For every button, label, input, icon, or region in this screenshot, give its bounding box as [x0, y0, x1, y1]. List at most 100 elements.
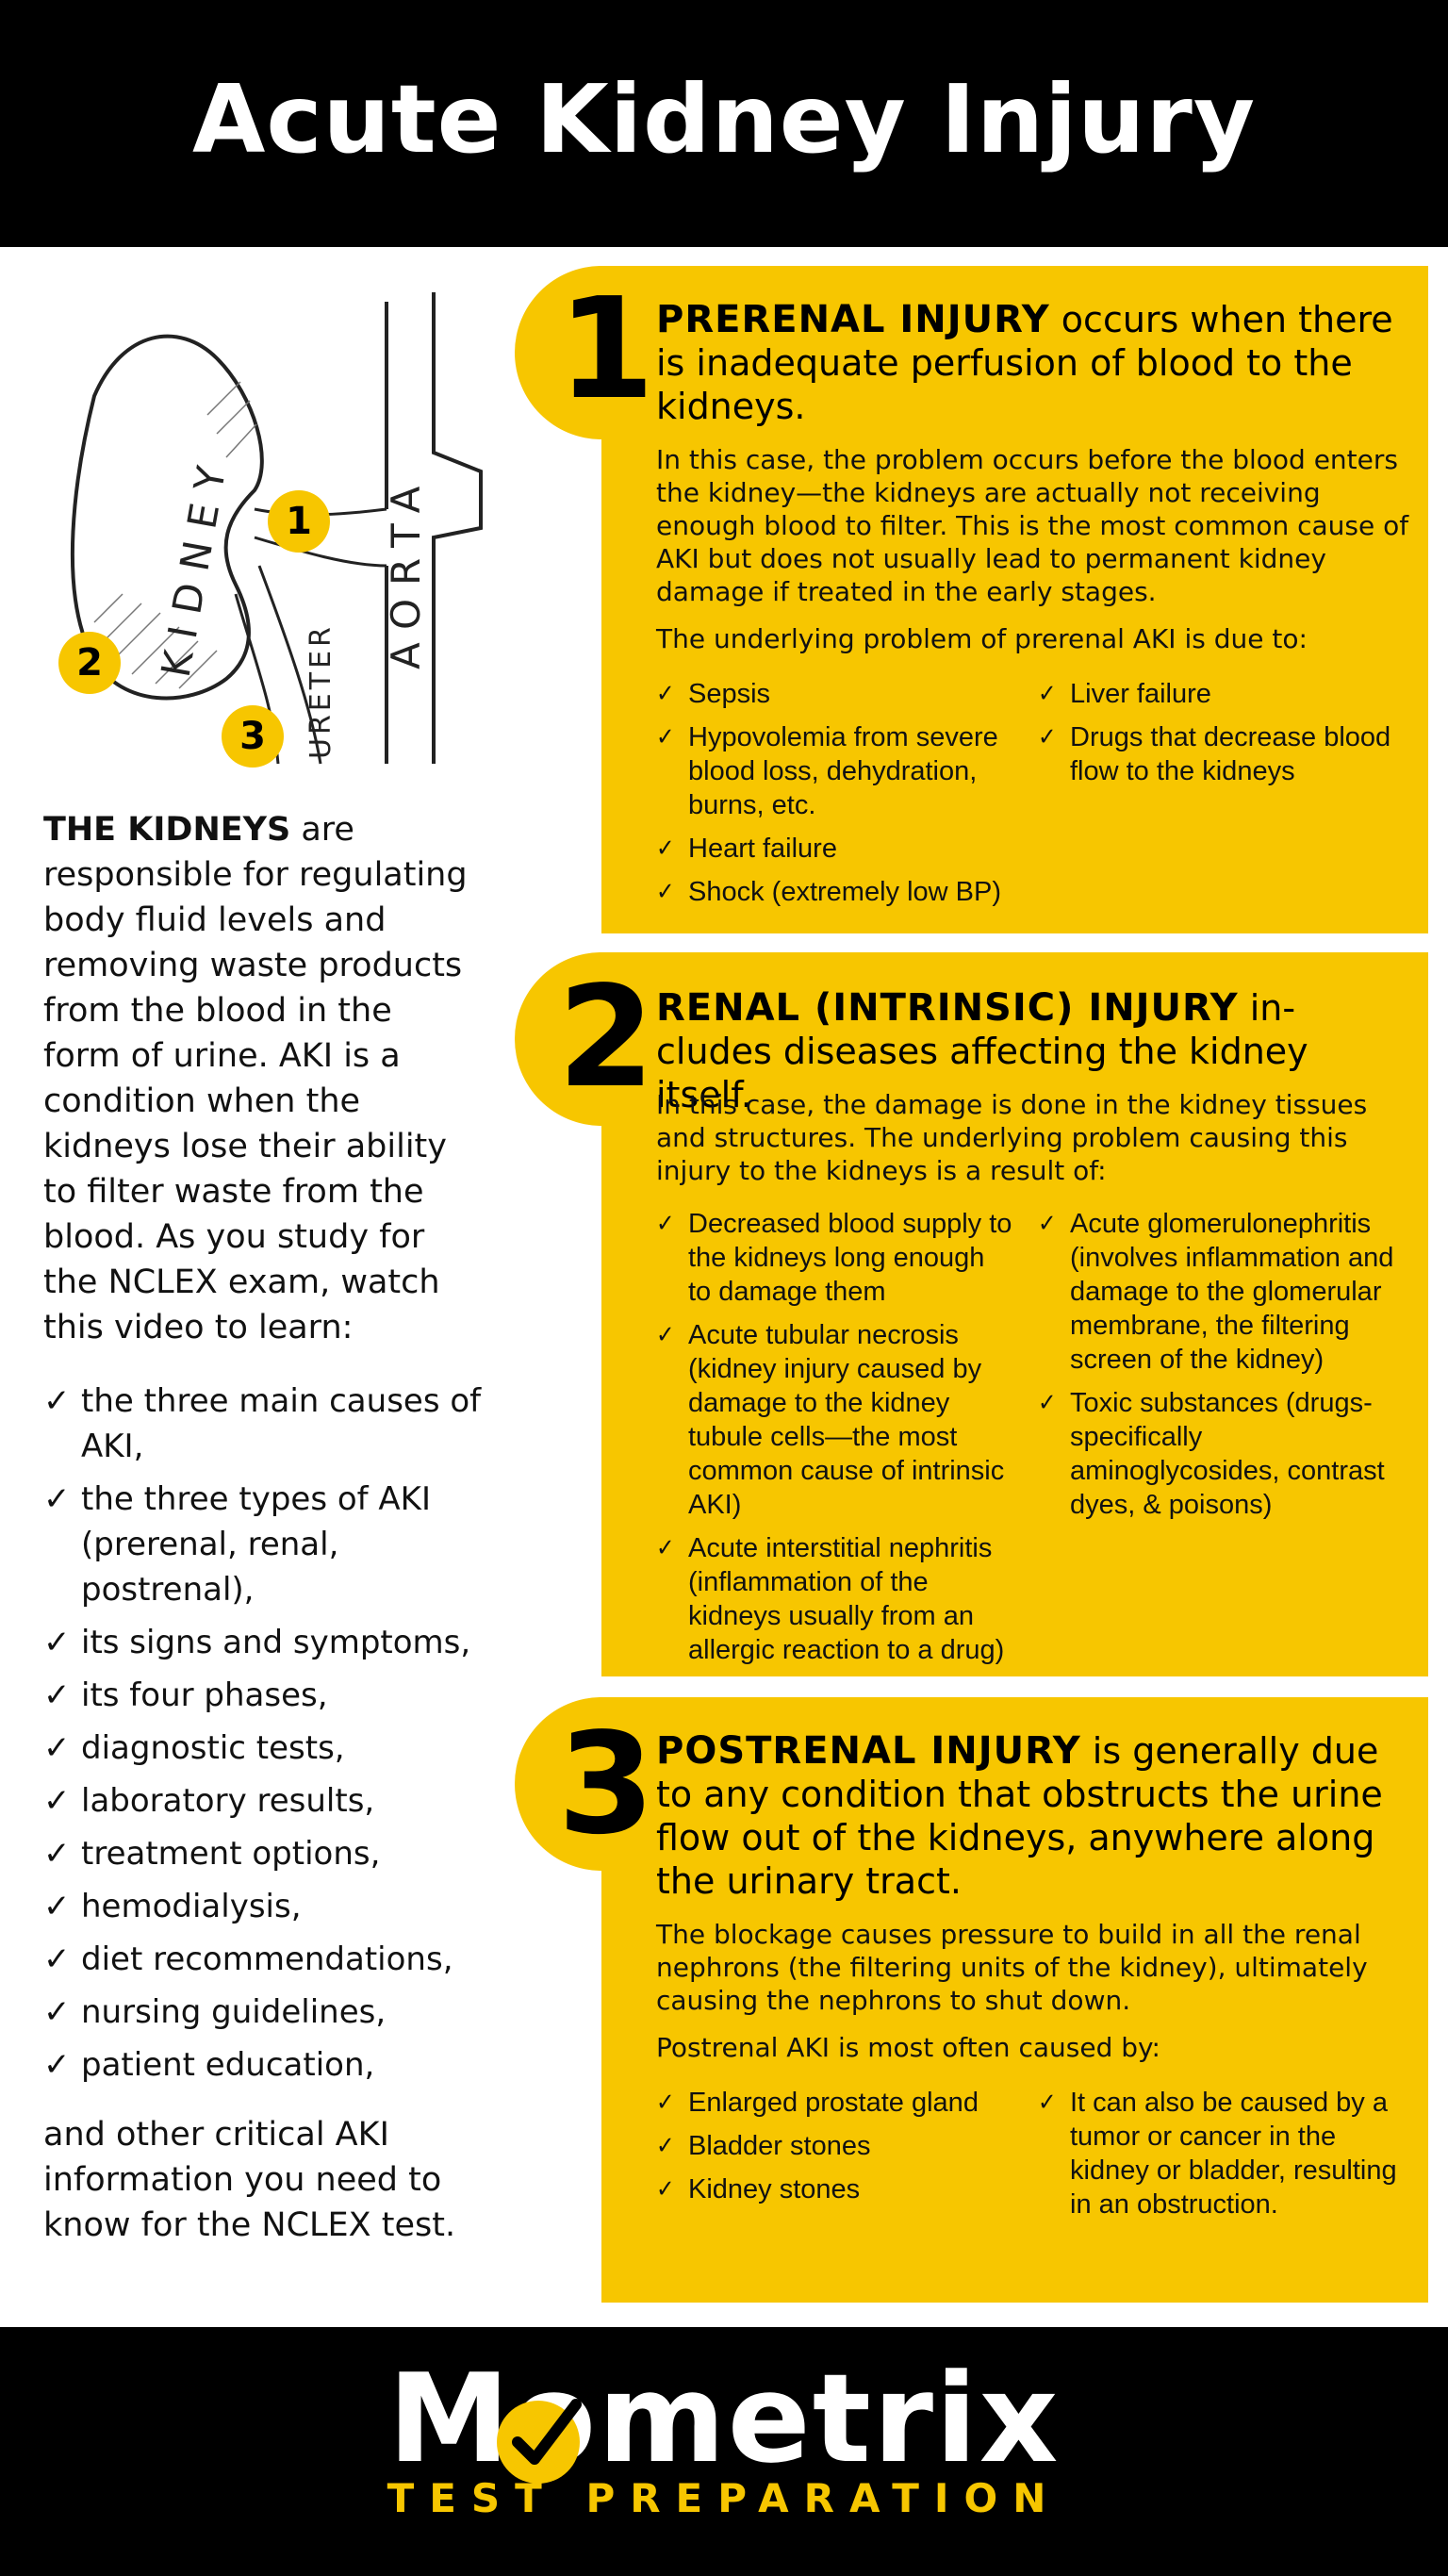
check-icon: ✓ [656, 680, 675, 708]
check-icon: ✓ [43, 1888, 71, 1925]
page-title: Acute Kidney Injury [191, 64, 1257, 174]
check-icon: ✓ [43, 1480, 71, 1518]
intro-bold: THE KIDNEYS [43, 811, 291, 849]
cause-item-text: Acute tubular necrosis (kidney injury ca… [688, 1320, 1005, 1520]
panel-body: In this case, the problem occurs before … [656, 444, 1409, 607]
cause-item-text: Shock (extremely low BP) [688, 877, 1001, 907]
panel-title-bold: PRERENAL INJURY [656, 298, 1050, 341]
cause-item: ✓ Decreased blood supply to the kidneys l… [656, 1207, 1014, 1309]
kidney-label: KIDNEY [153, 450, 238, 681]
panel-title-rest: in-cludes diseases affecting the kidney … [656, 987, 1308, 1115]
check-icon: ✓ [1038, 2089, 1057, 2117]
aorta-label: AORTA [383, 473, 429, 669]
cause-item: ✓Hypovolemia from severe blood loss, deh… [656, 720, 1014, 822]
check-icon: ✓ [656, 1321, 675, 1349]
check-icon: ✓ [656, 834, 675, 863]
left-column: ✓Enlarged prostate gland✓Bladder stones✓… [656, 2086, 1014, 2216]
learn-item-text: nursing guidelines, [81, 1993, 387, 2031]
learn-item-text: hemodialysis, [81, 1888, 302, 1925]
learn-item-text: the three types of AKI (prerenal, renal,… [81, 1480, 431, 1609]
badge-2: 2 [58, 632, 121, 694]
check-icon: ✓ [43, 1624, 71, 1661]
learn-item: ✓ diagnostic tests, [43, 1726, 496, 1771]
brand-logo[interactable]: Mometrix [387, 2347, 1061, 2490]
cause-item-text: Enlarged prostate gland [688, 2088, 979, 2118]
learn-item-text: diagnostic tests, [81, 1729, 345, 1767]
footer-banner [0, 2327, 1448, 2576]
ureter-label: URETER [304, 623, 337, 759]
learn-item-text: the three main causes of AKI, [81, 1382, 482, 1465]
learn-item-text: treatment options, [81, 1835, 381, 1873]
panel-prerenal: 1 PRERENAL INJURY occurs when there is i… [515, 266, 1428, 933]
cause-item: ✓ It can also be caused by a tumor or can… [1038, 2086, 1410, 2221]
cause-item: ✓Liver failure [1038, 677, 1410, 711]
check-icon: ✓ [656, 1210, 675, 1238]
check-icon: ✓ [43, 1993, 71, 2031]
intro-paragraph: THE KIDNEYS are responsible for regulati… [43, 807, 477, 1350]
badge-3: 3 [222, 705, 284, 768]
cause-item-text: Heart failure [688, 834, 837, 864]
cause-item-text: Drugs that decrease blood flow to the ki… [1070, 722, 1391, 786]
number-circle [515, 1697, 688, 1871]
left-column: ✓ Decreased blood supply to the kidneys l… [656, 1207, 1014, 1676]
learn-item: ✓its four phases, [43, 1673, 496, 1718]
learn-item-text: laboratory results, [81, 1782, 375, 1820]
check-icon: ✓ [656, 1534, 675, 1562]
learn-list: ✓ the three main causes of AKI, ✓ the three… [43, 1379, 496, 2095]
cause-item-text: Decreased blood supply to the kidneys lo… [688, 1209, 1012, 1307]
cause-item: ✓Kidney stones [656, 2172, 1014, 2206]
panel-title: PRERENAL INJURY occurs when there is ina… [656, 298, 1401, 428]
check-icon: ✓ [1038, 1210, 1057, 1238]
checkmark-logo-icon [497, 2399, 582, 2484]
cause-item: ✓ Acute interstitial nephritis (inflammat… [656, 1531, 1014, 1667]
cause-item-text: It can also be caused by a tumor or canc… [1070, 2088, 1397, 2220]
learn-item: ✓ the three types of AKI (prerenal, renal… [43, 1477, 496, 1612]
panel-body: In this case, the damage is done in the … [656, 1089, 1368, 1186]
cause-item-text: Acute glomerulonephritis (involves infla… [1070, 1209, 1394, 1375]
panel-title-bold: RENAL (INTRINSIC) INJURY [656, 986, 1239, 1030]
panel-columns: ✓ Decreased blood supply to the kidneys l… [656, 1207, 1410, 1665]
aorta-outline [385, 292, 483, 764]
intro-text: are responsible for regulating body flui… [43, 811, 468, 1346]
number-circle [515, 266, 688, 439]
cause-item-text: Hypovolemia from severe blood loss, dehy… [688, 722, 998, 820]
check-icon: ✓ [656, 2089, 675, 2117]
check-icon: ✓ [43, 1382, 71, 1420]
check-icon: ✓ [1038, 680, 1057, 708]
learn-item: ✓treatment options, [43, 1831, 496, 1876]
panel-lead: The underlying problem of prerenal AKI i… [656, 623, 1308, 654]
right-column: ✓Liver failure✓Drugs that decrease blood… [1038, 677, 1410, 798]
learn-item: ✓ nursing guidelines, [43, 1990, 496, 2035]
cause-item: ✓ Sepsis [656, 677, 1014, 711]
check-icon: ✓ [1038, 723, 1057, 751]
learn-item-text: its signs and symptoms, [81, 1624, 471, 1661]
cause-item: ✓ Acute tubular necrosis (kidney injury c… [656, 1318, 1014, 1522]
check-icon: ✓ [43, 1782, 71, 1820]
panel-title: POSTRENAL INJURY is generally due to any… [656, 1729, 1401, 1903]
check-icon: ✓ [656, 2132, 675, 2160]
panel-title-rest: is generally due to any condition that o… [656, 1730, 1383, 1902]
learn-item: ✓ its signs and symptoms, [43, 1620, 496, 1665]
check-icon: ✓ [43, 1940, 71, 1978]
panel-number: 3 [557, 1703, 655, 1865]
learn-item: ✓ diet recommendations, [43, 1937, 496, 1982]
learn-item-text: diet recommendations, [81, 1940, 453, 1978]
cause-item-text: Sepsis [688, 679, 771, 709]
cause-item: ✓Toxic substances (drugs-specifically am… [1038, 1386, 1410, 1522]
panel-title-rest: occurs when there is inadequate perfusio… [656, 299, 1393, 427]
check-icon: ✓ [656, 2175, 675, 2204]
check-icon: ✓ [43, 1729, 71, 1767]
cause-item-text: Bladder stones [688, 2131, 871, 2161]
cause-item: ✓ Bladder stones [656, 2129, 1014, 2163]
learn-item: ✓ hemodialysis, [43, 1884, 496, 1929]
learn-item: ✓ the three main causes of AKI, [43, 1379, 496, 1469]
cause-item-text: Toxic substances (drugs-specifically ami… [1070, 1388, 1385, 1520]
panel-columns: ✓Enlarged prostate gland✓Bladder stones✓… [656, 2086, 1410, 2293]
cause-item-text: Acute interstitial nephritis (inflammati… [688, 1533, 1005, 1665]
right-column: ✓ Acute glomerulonephritis (involves infl… [1038, 1207, 1410, 1531]
learn-item: ✓ laboratory results, [43, 1778, 496, 1824]
panel-columns: ✓Sepsis✓Hypovolemia from severe blood lo… [656, 677, 1410, 922]
number-circle [515, 952, 688, 1126]
kidney-outline [70, 334, 264, 701]
cause-item: ✓ Heart failure [656, 832, 1014, 866]
